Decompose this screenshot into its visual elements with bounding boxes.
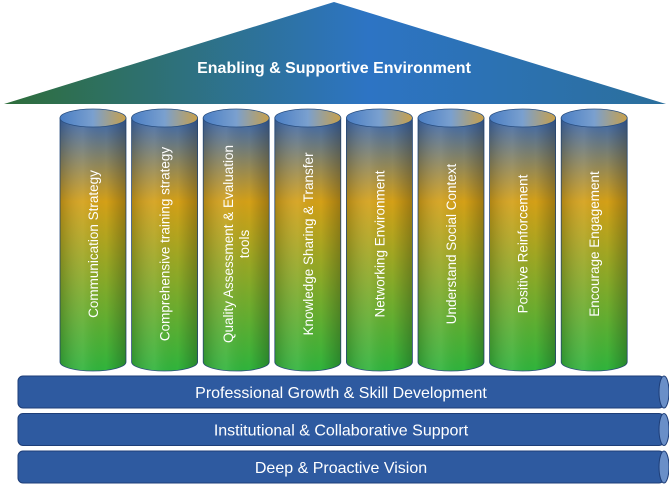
pillar: Comprehensive training strategy	[131, 108, 199, 372]
pillar: Knowledge Sharing & Transfer	[274, 108, 342, 372]
foundation-bar: Deep & Proactive Vision	[17, 450, 669, 484]
pillar-label-line: Understand Social Context	[444, 163, 459, 324]
foundation-bar-end	[658, 413, 669, 446]
foundation-bar-end	[658, 450, 669, 484]
pillar-label-line: Networking Environment	[372, 170, 387, 317]
pillar-label-line: Encourage Engagement	[587, 171, 602, 317]
pillar: Quality Assessment & Evaluationtools	[202, 108, 270, 372]
roof: Enabling & Supportive Environment	[4, 2, 666, 104]
pillar-cap	[59, 108, 127, 128]
pillar-cap	[274, 108, 342, 128]
pillar-label: Encourage Engagement	[587, 171, 602, 317]
pillar-shading	[60, 118, 126, 371]
foundation: Professional Growth & Skill DevelopmentI…	[17, 375, 669, 484]
pillar-shading	[489, 118, 556, 371]
pillar-label: Comprehensive training strategy	[158, 147, 173, 342]
roof-label: Enabling & Supportive Environment	[197, 60, 471, 77]
pillar-shading	[274, 118, 341, 371]
pillar-shading	[561, 118, 628, 371]
pillar-label: Networking Environment	[372, 170, 387, 317]
pillar-label: Positive Reinforcement	[516, 174, 531, 313]
pillar: Understand Social Context	[417, 108, 485, 372]
foundation-bar-end	[658, 375, 669, 409]
pillar-label: Quality Assessment & Evaluationtools	[221, 145, 252, 343]
roof-shape	[4, 2, 666, 104]
foundation-label: Institutional & Collaborative Support	[214, 423, 469, 440]
pillar: Communication Strategy	[59, 108, 127, 372]
pillar: Encourage Engagement	[560, 108, 628, 372]
pillar: Positive Reinforcement	[489, 108, 556, 372]
pillar-label-line: Quality Assessment & Evaluation	[221, 145, 236, 343]
pillar-cap	[131, 108, 199, 128]
pillar-label-line: Comprehensive training strategy	[158, 147, 173, 342]
pillar-cap	[560, 108, 628, 128]
pillar-label: Understand Social Context	[444, 163, 459, 324]
foundation-bar: Institutional & Collaborative Support	[17, 413, 669, 446]
pillar-shading	[203, 118, 270, 371]
pillar: Networking Environment	[345, 108, 413, 372]
pillars-row: Communication Strategy Comprehensive trai…	[59, 108, 628, 372]
pillar-label-line: Communication Strategy	[86, 170, 101, 318]
foundation-bar: Professional Growth & Skill Development	[17, 375, 669, 409]
pillar-cap	[489, 108, 556, 128]
foundation-label: Deep & Proactive Vision	[255, 460, 427, 477]
pillar-label-line: Knowledge Sharing & Transfer	[301, 152, 316, 336]
pillar-label-line: Positive Reinforcement	[516, 174, 531, 313]
pillar-label: Communication Strategy	[86, 170, 101, 318]
pillar-cap	[345, 108, 413, 128]
pillar-cap	[417, 108, 485, 128]
pillar-shading	[346, 118, 413, 371]
foundation-label: Professional Growth & Skill Development	[195, 385, 487, 402]
pillar-label: Knowledge Sharing & Transfer	[301, 152, 316, 336]
pillar-cap	[202, 108, 270, 128]
pillar-shading	[418, 118, 484, 371]
pillar-shading	[131, 118, 198, 371]
pillar-label-line: tools	[237, 229, 252, 258]
